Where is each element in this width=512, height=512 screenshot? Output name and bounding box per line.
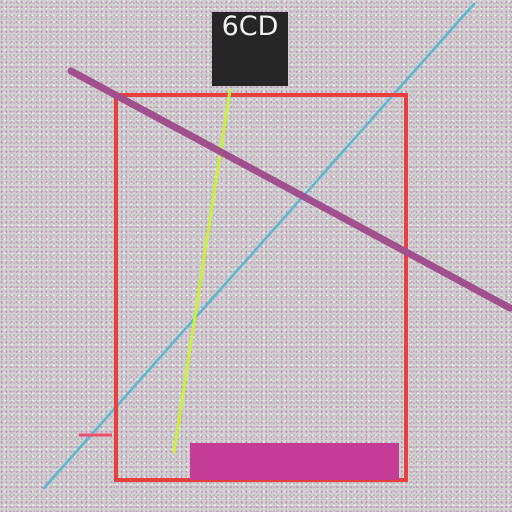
red-frame (114, 93, 408, 482)
purple-line (67, 67, 512, 312)
label-box: 6CD (212, 12, 288, 86)
magenta-bar (190, 443, 399, 480)
label-text: 6CD (221, 11, 279, 42)
